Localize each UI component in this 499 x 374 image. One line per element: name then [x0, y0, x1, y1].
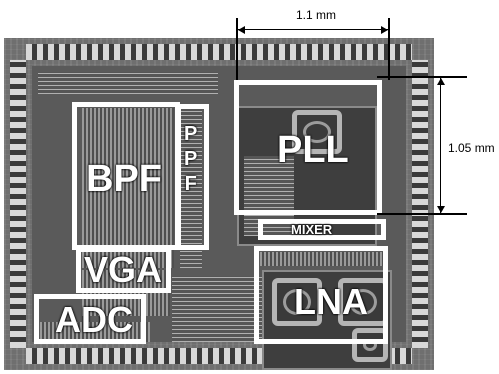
adc-label: ADC	[55, 299, 133, 340]
lna-inductor-left	[272, 278, 322, 326]
lna-label: LNA	[294, 281, 368, 322]
vga-label: VGA	[84, 249, 163, 290]
lna-block-outline	[254, 246, 388, 344]
pll-block-outline	[234, 80, 382, 215]
adc-circuitry	[40, 322, 150, 342]
mixer-block-outline	[258, 219, 386, 240]
pad-ring-right	[412, 60, 428, 348]
mixer-circuitry	[260, 252, 384, 266]
pad-ring-top	[26, 44, 412, 60]
width-dimension-label: 1.1 mm	[296, 8, 337, 22]
ppf-block-outline	[176, 104, 209, 250]
vga-circuitry	[82, 270, 170, 316]
pll-label: PLL	[277, 129, 349, 171]
width-arrow-right	[381, 26, 388, 34]
adc-block-outline	[34, 294, 146, 344]
width-extension-left	[236, 18, 238, 80]
height-dimension-label: 1.05 mm	[448, 141, 495, 155]
width-extension-right	[388, 18, 390, 80]
height-extension-top	[377, 76, 467, 78]
bpf-label: BPF	[86, 158, 162, 200]
mixer-label: MIXER	[291, 222, 333, 237]
misc-circuitry	[172, 276, 262, 342]
vga-block-outline	[76, 247, 171, 293]
width-dimension-line	[238, 29, 388, 30]
height-extension-bottom	[377, 213, 467, 215]
ppf-label: P P F	[184, 123, 198, 195]
ppf-circuitry	[180, 108, 202, 268]
width-arrow-left	[238, 26, 245, 34]
height-arrow-up	[437, 78, 445, 85]
lna-inductor-small	[352, 328, 388, 362]
height-dimension-line	[440, 78, 441, 213]
pll-inductor	[292, 110, 342, 154]
top-routing	[38, 72, 218, 94]
bpf-circuitry	[82, 108, 174, 268]
pad-ring-left	[10, 60, 26, 348]
height-arrow-down	[437, 206, 445, 213]
